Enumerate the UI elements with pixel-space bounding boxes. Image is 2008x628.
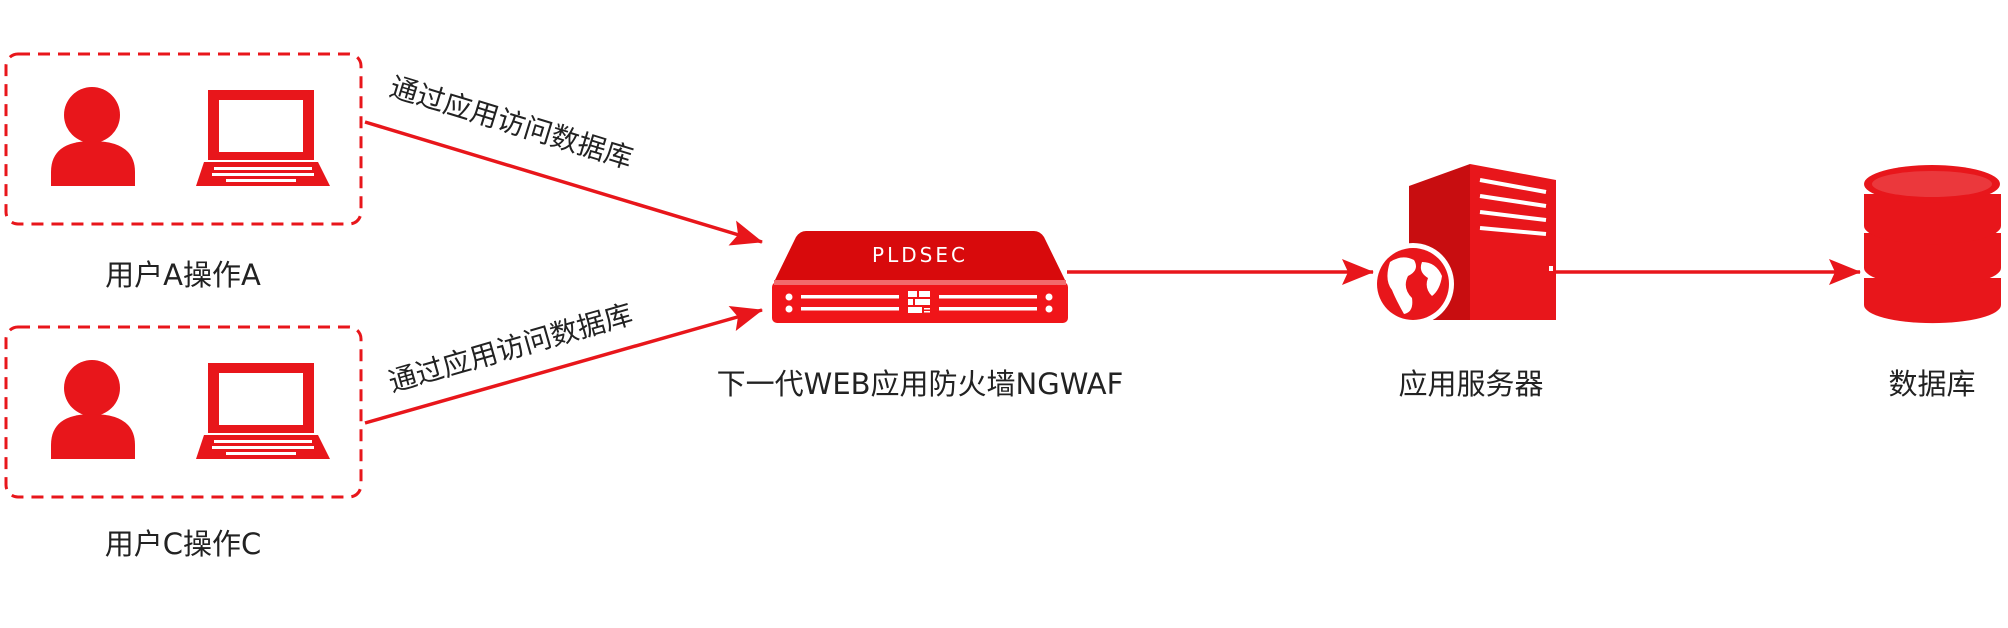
database-label: 数据库: [1888, 367, 1975, 401]
user-a-group: 用户A操作A: [4, 52, 363, 292]
waf-device-icon: PLDSEC: [772, 231, 1068, 323]
arrow-user-c-to-waf: [364, 305, 763, 425]
user-a-label: 用户A操作A: [105, 258, 261, 292]
laptop-icon: [196, 363, 330, 459]
app-server-label: 应用服务器: [1398, 367, 1543, 401]
database-icon: [1864, 165, 2001, 324]
user-c-box: [4, 325, 363, 499]
waf-label: 下一代WEB应用防火墙NGWAF: [717, 367, 1124, 401]
person-icon: [51, 87, 135, 186]
edge-label-user-c: 通过应用访问数据库: [385, 298, 636, 399]
user-c-label: 用户C操作C: [105, 527, 262, 561]
app-server-icon: [1372, 164, 1556, 325]
waf-brand: PLDSEC: [872, 243, 968, 267]
person-icon: [51, 360, 135, 459]
user-a-box: [4, 52, 363, 226]
user-c-group: 用户C操作C: [4, 325, 363, 561]
edge-label-user-a: 通过应用访问数据库: [386, 70, 637, 175]
arrow-user-a-to-waf: [364, 120, 763, 246]
laptop-icon: [196, 90, 330, 186]
